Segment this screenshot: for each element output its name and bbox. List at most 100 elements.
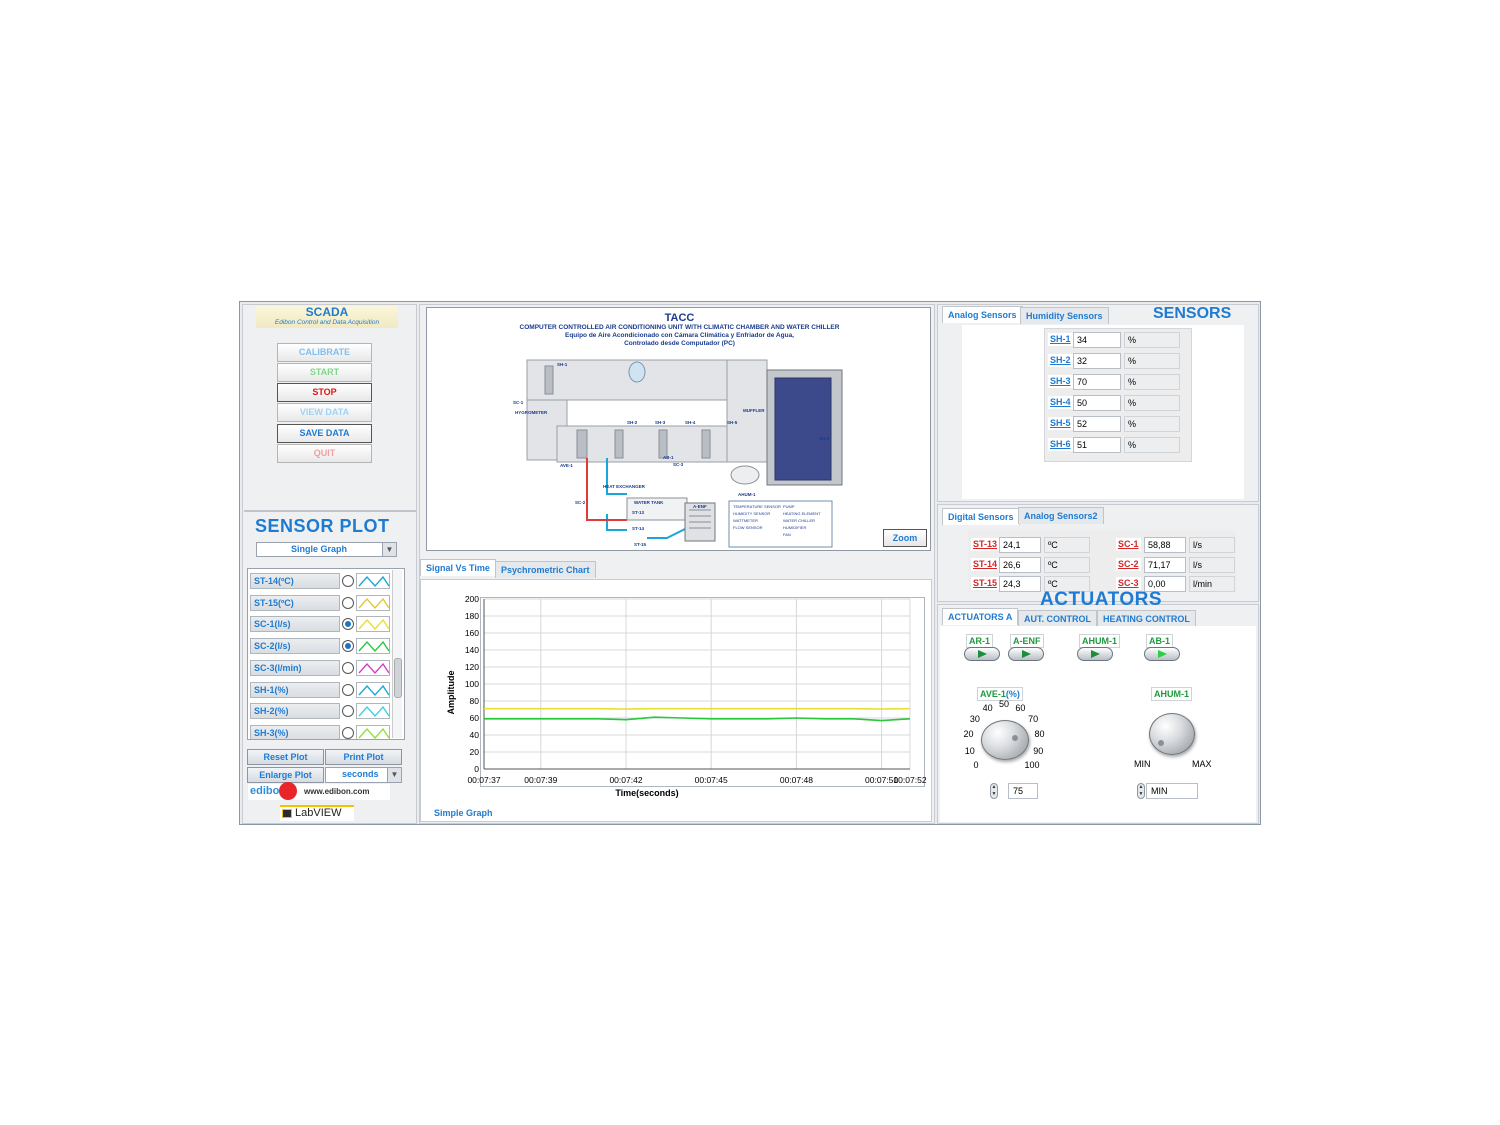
x-tick-label: 00:07:39 (524, 775, 557, 785)
sensor-plot-checkbox[interactable] (342, 575, 354, 587)
sensor-plot-checkbox[interactable] (342, 661, 354, 674)
diagram-label: SH-3 (655, 420, 666, 425)
flows-sensor-name: SC-2 (1116, 557, 1141, 571)
tab-digital-sensors[interactable]: Digital Sensors (942, 508, 1020, 525)
flows-value: 71,17 (1144, 556, 1186, 573)
ahum-1-spinner[interactable]: ▲▼ (1137, 783, 1145, 799)
y-tick-label: 100 (465, 679, 479, 689)
flows-sensor-name: SC-3 (1116, 577, 1141, 590)
diagram-label: MUFFLER (743, 408, 765, 413)
diagram-title: TACC (664, 312, 695, 324)
sensor-plot-item[interactable]: SH-1(%) (250, 681, 390, 700)
svg-text:HUMIDITY SENSOR: HUMIDITY SENSOR (733, 511, 770, 516)
actuators-title: ACTUATORS (1040, 589, 1163, 610)
tab-analog-sensors[interactable]: Analog Sensors (942, 306, 1023, 323)
sensor-plot-checkbox[interactable] (342, 618, 354, 631)
sensor-plot-item[interactable]: SH-2(%) (250, 702, 390, 721)
ahum-1-knob[interactable] (1149, 713, 1195, 755)
ahum-1-value-field[interactable]: MIN (1146, 783, 1198, 799)
actuator-toggle-button[interactable] (1008, 647, 1044, 661)
reset-plot-button[interactable]: Reset Plot (247, 749, 324, 765)
flows-value: 0,00 (1144, 576, 1186, 592)
simple-graph-label: Simple Graph (434, 808, 493, 818)
sensor-plot-checkbox[interactable] (342, 705, 354, 718)
ahum-1-label: AHUM-1 (1151, 687, 1192, 701)
calibrate-button[interactable]: CALIBRATE (277, 343, 372, 362)
humidity-unit: % (1124, 353, 1180, 369)
sensor-plot-item[interactable]: SC-2(l/s) (250, 637, 390, 656)
svg-text:TEMPERATURE SENSOR: TEMPERATURE SENSOR (733, 504, 781, 509)
tab-aut-control[interactable]: AUT. CONTROL (1018, 610, 1097, 627)
stop-button[interactable]: STOP (277, 383, 372, 402)
humidity-sensor-name: SH-4 (1048, 396, 1073, 409)
flows-unit: l/s (1189, 556, 1235, 573)
chevron-down-icon[interactable]: ▼ (382, 543, 396, 556)
y-tick-label: 200 (465, 594, 479, 604)
ave-1-spinner[interactable]: ▲▼ (990, 783, 998, 799)
dial-scale-label: 60 (1015, 702, 1026, 713)
diagram-label: SC-3 (673, 462, 684, 467)
sensor-plot-item[interactable]: SH-3(%) (250, 724, 390, 739)
dial-scale-label: 100 (1024, 760, 1040, 771)
labview-icon (282, 809, 292, 818)
enlarge-plot-button[interactable]: Enlarge Plot (247, 767, 324, 783)
time-unit-select[interactable]: seconds ▼ (325, 767, 402, 783)
save-data-button[interactable]: SAVE DATA (277, 424, 372, 443)
tab-analog-sensors2[interactable]: Analog Sensors2 (1018, 507, 1104, 524)
ave-1-knob[interactable] (981, 720, 1029, 760)
humidity-value: 50 (1073, 395, 1121, 411)
tab-actuators-a[interactable]: ACTUATORS A (942, 608, 1019, 625)
quit-button[interactable]: QUIT (277, 444, 372, 463)
humidity-value: 32 (1073, 353, 1121, 369)
labview-text: LabVIEW (295, 807, 342, 819)
temps-sensor-name: ST-13 (971, 538, 1000, 551)
diagram-label: AVE-1 (560, 463, 573, 468)
svg-text:WATER CHILLER: WATER CHILLER (783, 518, 815, 523)
edibon-logo-dot (279, 782, 297, 800)
graph-mode-value: Single Graph (291, 544, 348, 554)
edibon-url: www.edibon.com (304, 787, 370, 796)
x-tick-label: 00:07:42 (609, 775, 642, 785)
sensor-plot-item[interactable]: ST-15(ºC) (250, 594, 390, 613)
x-tick-label: 00:07:45 (695, 775, 728, 785)
ave-1-value-field[interactable]: 75 (1008, 783, 1038, 799)
start-button[interactable]: START (277, 363, 372, 382)
x-tick-label: 00:07:37 (467, 775, 500, 785)
series-line-2 (484, 716, 911, 722)
sensor-plot-item[interactable]: ST-14(ºC) (250, 572, 390, 591)
tab-psychrometric-chart[interactable]: Psychrometric Chart (495, 561, 596, 578)
tab-signal-vs-time[interactable]: Signal Vs Time (420, 559, 496, 576)
graph-mode-select[interactable]: Single Graph ▼ (256, 542, 397, 557)
sensor-plot-item[interactable]: SC-1(l/s) (250, 615, 390, 634)
diagram-label: SC-1 (513, 400, 524, 405)
ave-1-unit: (%) (1005, 689, 1020, 699)
sensor-plot-checkbox[interactable] (342, 596, 354, 609)
dial-scale-label: 20 (963, 729, 974, 740)
tab-heating-control[interactable]: HEATING CONTROL (1097, 610, 1196, 627)
sensor-list-scrollbar[interactable] (392, 570, 402, 738)
svg-text:FLOW SENSOR: FLOW SENSOR (733, 525, 763, 530)
scada-title: SCADA (305, 305, 349, 319)
actuator-toggle-button[interactable] (1144, 647, 1180, 661)
scrollbar-thumb[interactable] (394, 658, 402, 698)
sensor-plot-checkbox[interactable] (342, 640, 354, 653)
chevron-down-icon[interactable]: ▼ (387, 768, 401, 782)
zoom-button[interactable]: Zoom (883, 529, 927, 547)
y-tick-label: 140 (465, 645, 479, 655)
print-plot-button[interactable]: Print Plot (325, 749, 402, 765)
line-color-swatch (356, 681, 390, 698)
actuator-toggle-button[interactable] (964, 647, 1000, 661)
labview-logo: LabVIEW (280, 805, 354, 821)
sensor-plot-checkbox[interactable] (342, 683, 354, 696)
dial-scale-label: 90 (1033, 746, 1044, 757)
sensor-plot-item[interactable]: SC-3(l/min) (250, 659, 390, 678)
ave-1-label: AVE-1(%) (977, 687, 1023, 701)
dial-scale-label: 30 (969, 713, 980, 724)
diagram-label: SH-5 (727, 420, 738, 425)
tab-humidity-sensors[interactable]: Humidity Sensors (1020, 307, 1109, 324)
diagram-label: SH-6 (819, 436, 830, 441)
sensor-plot-checkbox[interactable] (342, 726, 354, 739)
actuator-toggle-button[interactable] (1077, 647, 1113, 661)
diagram-subtitle-2: Equipo de Aire Acondicionado con Cámara … (565, 332, 794, 339)
view-data-button[interactable]: VIEW DATA (277, 403, 372, 422)
